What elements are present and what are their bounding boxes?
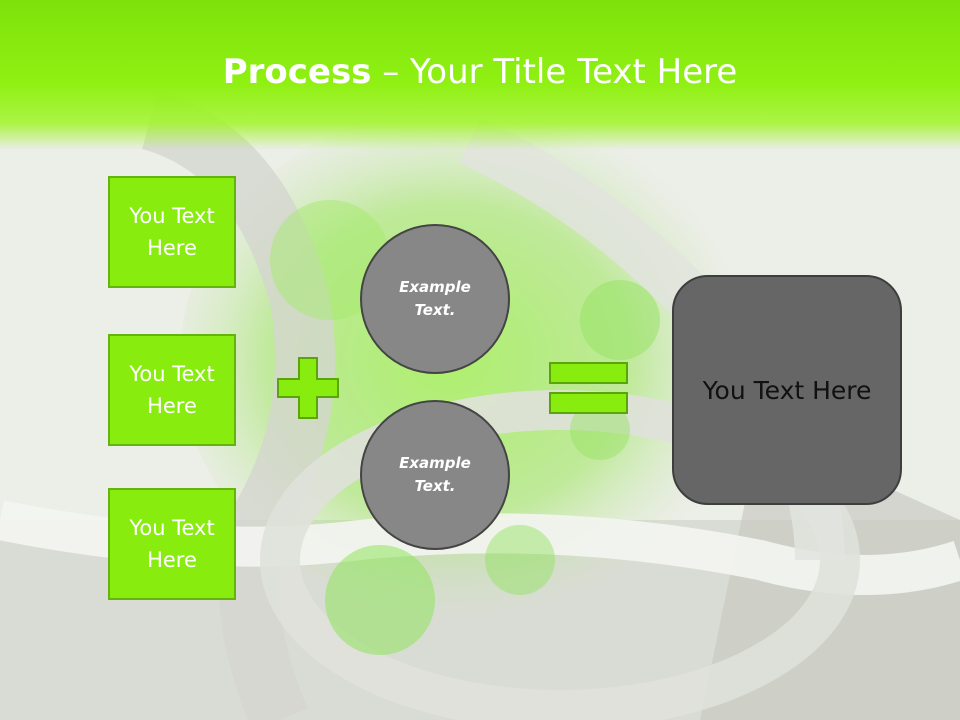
input-box-3-line2: Here	[147, 548, 197, 572]
circle-2-line2: Text.	[414, 477, 456, 495]
title-banner	[0, 0, 960, 150]
input-box-1-line1: You Text	[129, 204, 215, 228]
plus-icon	[277, 357, 339, 419]
input-box-3-line1: You Text	[129, 516, 215, 540]
title-bold: Process	[222, 52, 372, 92]
result-box: You Text Here	[672, 275, 902, 505]
circle-1-line1: Example	[399, 278, 471, 296]
circle-1-line2: Text.	[414, 301, 456, 319]
input-box-1-line2: Here	[147, 236, 197, 260]
result-label: You Text Here	[702, 375, 872, 405]
title-rest: – Your Title Text Here	[371, 52, 738, 92]
page-title: Process – Your Title Text Here	[0, 52, 960, 92]
input-box-2-line2: Here	[147, 394, 197, 418]
input-box-2-line1: You Text	[129, 362, 215, 386]
equals-icon	[549, 362, 628, 414]
circle-2-line1: Example	[399, 454, 471, 472]
